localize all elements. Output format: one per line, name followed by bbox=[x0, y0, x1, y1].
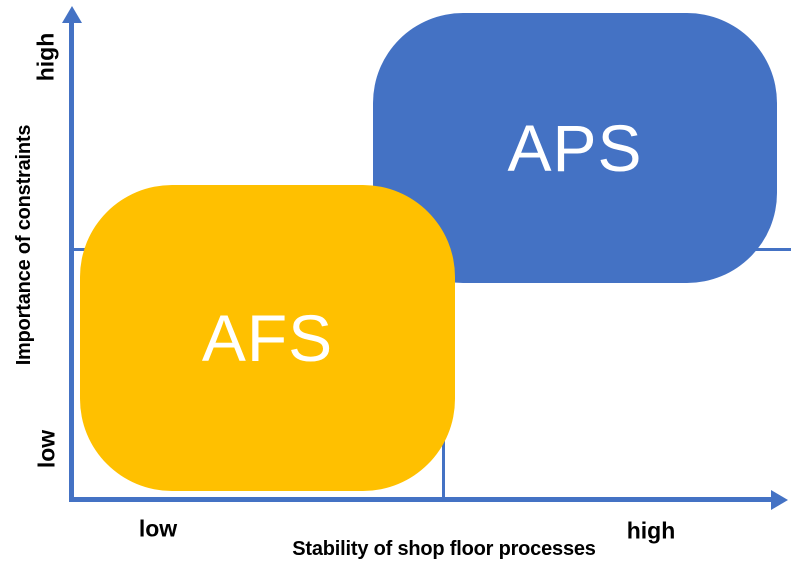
x-axis-low-label: low bbox=[138, 515, 178, 542]
afs-box-label: AFS bbox=[201, 301, 334, 375]
y-axis-title: Importance of constraints bbox=[13, 124, 35, 366]
x-axis-line bbox=[69, 497, 773, 502]
afs-box: AFS bbox=[80, 185, 455, 491]
y-axis-low-label: low bbox=[33, 429, 60, 469]
y-axis-high-label: high bbox=[32, 32, 59, 82]
x-axis-high-label: high bbox=[626, 517, 676, 544]
x-axis-arrowhead-icon bbox=[771, 490, 788, 510]
y-axis-line bbox=[69, 18, 74, 502]
aps-box-label: APS bbox=[507, 111, 643, 185]
y-axis-arrowhead-icon bbox=[62, 6, 82, 23]
aps-box: APS bbox=[373, 13, 777, 283]
x-axis-title: Stability of shop floor processes bbox=[292, 538, 596, 560]
